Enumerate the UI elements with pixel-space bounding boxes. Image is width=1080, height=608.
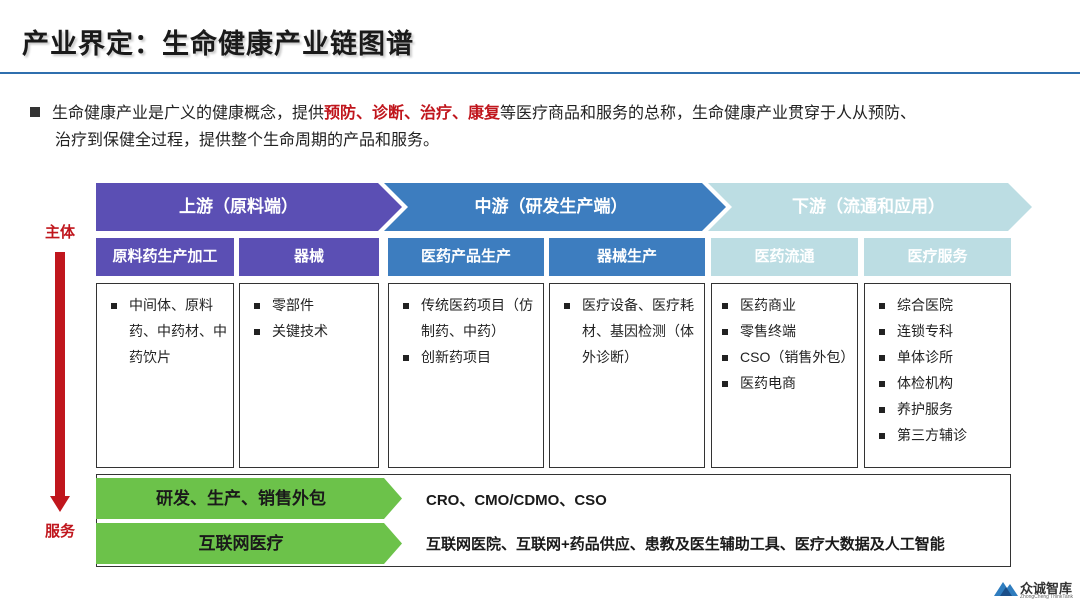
list-item: 关键技术 bbox=[250, 318, 372, 344]
logo-name: 众诚智库 bbox=[1020, 582, 1073, 597]
list-item: 体检机构 bbox=[875, 370, 1004, 396]
list-item: 医疗设备、医疗耗材、基因检测（体外诊断） bbox=[560, 292, 698, 370]
stage-label-midstream: 中游（研发生产端） bbox=[474, 197, 628, 216]
service-arrow-internet-medical bbox=[96, 523, 402, 564]
list-item: 医药商业 bbox=[718, 292, 851, 318]
list-item: 零部件 bbox=[250, 292, 372, 318]
stage-chevron-downstream bbox=[708, 183, 1032, 231]
card-list: 中间体、原料药、中药材、中药饮片 bbox=[97, 284, 233, 370]
category-header-pharma-distribution: 医药流通 bbox=[711, 238, 858, 276]
card-devices: 零部件 关键技术 bbox=[239, 283, 379, 468]
title-divider bbox=[0, 72, 1080, 74]
list-item: 综合医院 bbox=[875, 292, 1004, 318]
logo-tagline: ZhongCheng ThinkTank bbox=[1020, 594, 1073, 600]
service-label-outsourcing: 研发、生产、销售外包 bbox=[156, 489, 326, 508]
card-device-production: 医疗设备、医疗耗材、基因检测（体外诊断） bbox=[549, 283, 705, 468]
card-pharma-distribution: 医药商业 零售终端 CSO（销售外包） 医药电商 bbox=[711, 283, 858, 468]
list-item: 零售终端 bbox=[718, 318, 851, 344]
service-value-outsourcing: CRO、CMO/CDMO、CSO bbox=[426, 492, 607, 509]
category-header-device-production: 器械生产 bbox=[549, 238, 705, 276]
card-list: 综合医院 连锁专科 单体诊所 体检机构 养护服务 第三方辅诊 bbox=[865, 284, 1010, 448]
list-item: 单体诊所 bbox=[875, 344, 1004, 370]
service-value-internet-medical: 互联网医院、互联网+药品供应、患教及医生辅助工具、医疗大数据及人工智能 bbox=[426, 536, 945, 553]
list-item: 中间体、原料药、中药材、中药饮片 bbox=[107, 292, 227, 370]
card-medical-services: 综合医院 连锁专科 单体诊所 体检机构 养护服务 第三方辅诊 bbox=[864, 283, 1011, 468]
mountain-logo-icon bbox=[994, 582, 1018, 596]
card-raw-materials: 中间体、原料药、中药材、中药饮片 bbox=[96, 283, 234, 468]
axis-bottom-label: 服务 bbox=[45, 523, 76, 540]
axis-top-label: 主体 bbox=[45, 224, 76, 241]
card-list: 传统医药项目（仿制药、中药） 创新药项目 bbox=[389, 284, 543, 370]
stage-chevron-midstream bbox=[384, 183, 726, 231]
service-arrow-outsourcing bbox=[96, 478, 402, 519]
category-header-raw-materials: 原料药生产加工 bbox=[96, 238, 234, 276]
list-item: CSO（销售外包） bbox=[718, 344, 854, 370]
list-item: 连锁专科 bbox=[875, 318, 1004, 344]
list-item: 创新药项目 bbox=[399, 344, 537, 370]
square-bullet-icon bbox=[30, 107, 40, 117]
card-list: 医疗设备、医疗耗材、基因检测（体外诊断） bbox=[550, 284, 704, 370]
axis-arrow-shaft bbox=[55, 252, 65, 497]
down-arrow-icon bbox=[50, 496, 70, 512]
stage-label-upstream: 上游（原料端） bbox=[179, 197, 298, 216]
stage-chevrons bbox=[96, 183, 1032, 231]
card-list: 零部件 关键技术 bbox=[240, 284, 378, 344]
category-header-devices: 器械 bbox=[239, 238, 379, 276]
list-item: 传统医药项目（仿制药、中药） bbox=[399, 292, 537, 344]
list-item: 医药电商 bbox=[718, 370, 851, 396]
stage-label-downstream: 下游（流通和应用） bbox=[792, 197, 945, 216]
service-label-internet-medical: 互联网医疗 bbox=[198, 534, 284, 553]
intro-suffix: 等医疗商品和服务的总称，生命健康产业贯穿于人从预防、 bbox=[500, 105, 917, 122]
intro-prefix: 生命健康产业是广义的健康概念，提供 bbox=[52, 105, 325, 122]
list-item: 第三方辅诊 bbox=[875, 422, 1004, 448]
category-header-pharma-production: 医药产品生产 bbox=[388, 238, 544, 276]
intro-paragraph: 生命健康产业是广义的健康概念，提供预防、诊断、治疗、康复等医疗商品和服务的总称，… bbox=[30, 100, 1040, 154]
stage-chevron-row: 上游（原料端） 中游（研发生产端） 下游（流通和应用） bbox=[96, 183, 1036, 231]
page-title: 产业界定：生命健康产业链图谱 bbox=[22, 29, 414, 59]
card-list: 医药商业 零售终端 CSO（销售外包） 医药电商 bbox=[712, 284, 857, 396]
services-panel bbox=[96, 474, 1011, 567]
intro-highlight: 预防、诊断、治疗、康复 bbox=[324, 105, 501, 122]
card-pharma-production: 传统医药项目（仿制药、中药） 创新药项目 bbox=[388, 283, 544, 468]
intro-line2: 治疗到保健全过程，提供整个生命周期的产品和服务。 bbox=[55, 132, 440, 149]
category-header-medical-services: 医疗服务 bbox=[864, 238, 1011, 276]
stage-chevron-upstream bbox=[96, 183, 402, 231]
list-item: 养护服务 bbox=[875, 396, 1004, 422]
